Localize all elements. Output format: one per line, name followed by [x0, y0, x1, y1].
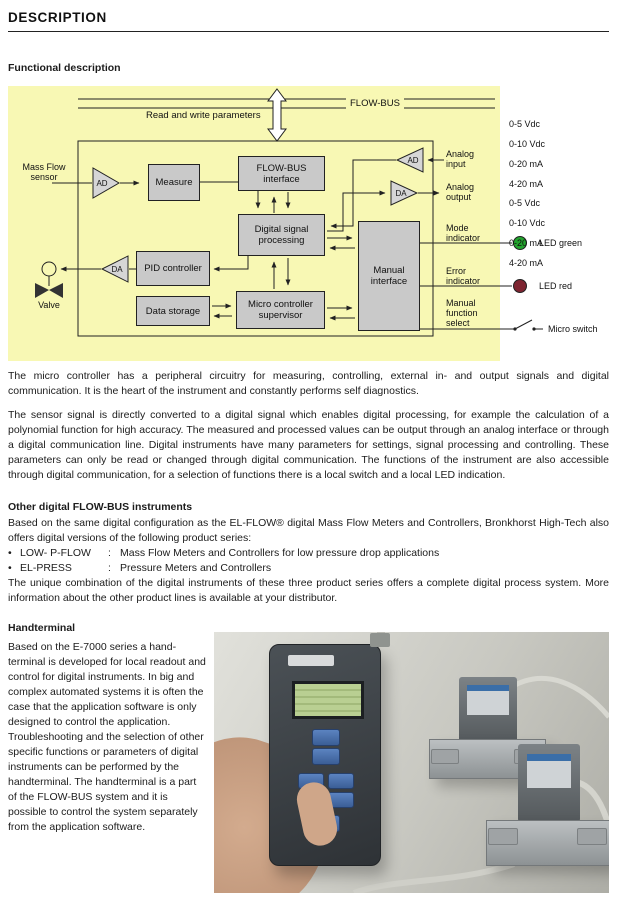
handterminal-photo: [214, 632, 609, 893]
range-item: 0-10 Vdc: [509, 218, 546, 228]
da-converter-output-icon: [390, 180, 419, 206]
ad-converter-sensor-icon: [92, 167, 121, 199]
handterminal-text-column: Handterminal Based on the E-7000 series …: [8, 622, 206, 893]
analog-output-label: Analog output: [446, 182, 475, 202]
led-red-label: LED red: [539, 281, 573, 291]
separator: :: [108, 562, 111, 574]
handterminal-text: Based on the E-7000 series a hand-termin…: [8, 641, 206, 833]
other-instruments-outro: The unique combination of the digital in…: [8, 577, 609, 604]
meter-label-stripe: [467, 685, 509, 691]
ad-converter-input-icon: [395, 147, 424, 173]
bus-double-arrow: [267, 88, 287, 142]
valve-symbol: [35, 261, 63, 298]
photo-flow-meter-front: [486, 744, 609, 866]
separator: :: [108, 547, 111, 559]
paragraph-sensor-signal: The sensor signal is directly converted …: [8, 409, 609, 481]
product-name: LOW- P-FLOW: [20, 547, 91, 559]
product-description: Mass Flow Meters and Controllers for low…: [120, 547, 440, 559]
block-micro-controller-supervisor: Micro controller supervisor: [236, 291, 325, 329]
micro-switch-label: Micro switch: [548, 324, 598, 334]
read-write-parameters-label: Read and write parameters: [142, 110, 265, 121]
da-output-label: DA: [395, 189, 407, 198]
block-measure: Measure: [148, 164, 200, 201]
range-item: 0-20 mA: [509, 238, 544, 248]
block-digital-signal-processing: Digital signal processing: [238, 214, 325, 256]
functional-block-diagram: AD DA AD DA Valve Measure FLOW-BUS inter…: [8, 86, 609, 361]
product-series-item: • LOW- P-FLOW : Mass Flow Meters and Con…: [8, 546, 609, 561]
functional-description-heading: Functional description: [8, 62, 121, 74]
ad-input-label: AD: [407, 156, 418, 165]
led-green-icon: [513, 236, 527, 250]
analog-output-ranges: 0-5 Vdc 0-10 Vdc 0-20 mA 4-20 mA: [509, 188, 545, 278]
range-item: 0-5 Vdc: [509, 198, 541, 208]
block-data-storage: Data storage: [136, 296, 210, 326]
photo-key: [312, 748, 340, 765]
da-converter-valve-icon: [100, 255, 129, 283]
photo-key: [312, 729, 340, 746]
micro-switch-symbol: [513, 319, 543, 331]
handterminal-section: Handterminal Based on the E-7000 series …: [8, 622, 609, 893]
range-item: 4-20 mA: [509, 179, 544, 189]
range-item: 4-20 mA: [509, 258, 544, 268]
flowbus-bus-lines: [78, 98, 495, 109]
bullet-icon: •: [8, 562, 12, 574]
block-flowbus-interface: FLOW-BUS interface: [238, 156, 325, 191]
meter-label-stripe: [527, 754, 571, 761]
other-instruments-intro: Based on the same digital configuration …: [8, 517, 609, 544]
photo-lcd-screen: [292, 681, 364, 719]
analog-input-ranges: 0-5 Vdc 0-10 Vdc 0-20 mA 4-20 mA: [509, 109, 545, 199]
meter-inlet-fitting: [431, 749, 459, 764]
block-pid-controller: PID controller: [136, 251, 210, 286]
mass-flow-sensor-label: Mass Flow sensor: [22, 162, 66, 182]
page-title: DESCRIPTION: [8, 10, 107, 25]
da-valve-label: DA: [111, 265, 123, 274]
manual-function-select-label: Manual function select: [446, 298, 478, 328]
valve-label: Valve: [38, 300, 60, 310]
handterminal-heading: Handterminal: [8, 622, 76, 634]
flowbus-label: FLOW-BUS: [346, 98, 404, 109]
led-red-icon: [513, 279, 527, 293]
product-description: Pressure Meters and Controllers: [120, 562, 272, 574]
device-connector: [370, 633, 390, 647]
photo-key: [328, 773, 354, 789]
error-indicator-label: Error indicator: [446, 266, 481, 286]
instrument-boundary: [77, 140, 434, 337]
bullet-icon: •: [8, 547, 12, 559]
title-rule: [8, 31, 609, 32]
device-brand-plate: [288, 655, 334, 666]
other-instruments-heading: Other digital FLOW-BUS instruments: [8, 501, 193, 513]
mode-indicator-label: Mode indicator: [446, 223, 481, 243]
meter-inlet-fitting: [488, 828, 518, 845]
product-series-item: • EL-PRESS : Pressure Meters and Control…: [8, 561, 609, 576]
analog-input-label: Analog input: [446, 149, 475, 169]
range-item: 0-20 mA: [509, 159, 544, 169]
range-item: 0-10 Vdc: [509, 139, 546, 149]
diagram-connectors: AD DA AD DA Valve: [35, 88, 543, 337]
meter-valve-block: [518, 744, 580, 822]
product-name: EL-PRESS: [20, 562, 72, 574]
meter-valve-block: [459, 677, 517, 743]
paragraph-micro-controller: The micro controller has a peripheral ci…: [8, 370, 609, 397]
ad-sensor-label: AD: [96, 179, 107, 188]
range-item: 0-5 Vdc: [509, 119, 541, 129]
led-green-label: LED green: [539, 238, 583, 248]
meter-outlet-fitting: [577, 828, 607, 845]
block-manual-interface: Manual interface: [358, 221, 420, 331]
